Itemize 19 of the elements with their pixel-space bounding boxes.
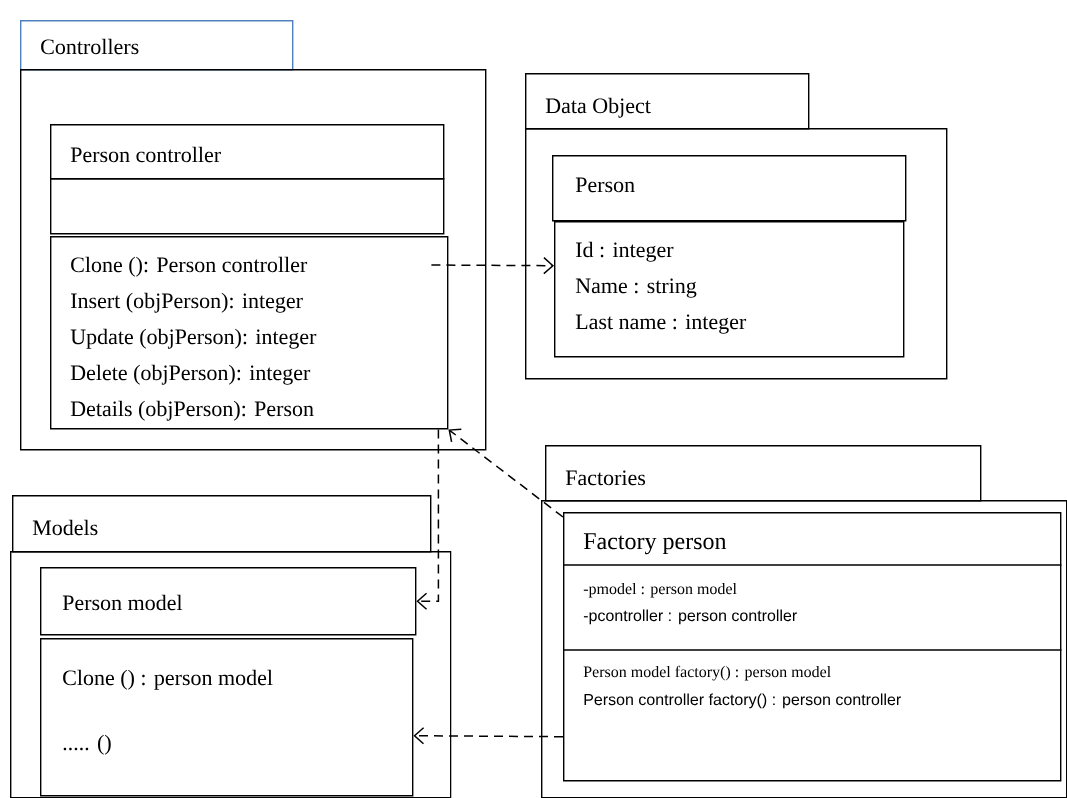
operations-box: Clone () : person model ..... () <box>40 638 414 797</box>
package-body <box>525 128 948 380</box>
package-body <box>10 551 452 798</box>
package-tab: Controllers <box>20 20 294 71</box>
operations-box: Clone (): Person controller Insert (objPerson): integer Update (objPerson): integer Delete (objPerson): integer Details (objPerson): Person <box>50 236 449 430</box>
attributes-box: Id : integer Name : string Last name : integer <box>554 221 905 358</box>
class-name-box: Person controller <box>50 124 445 180</box>
dependency-arrow <box>416 428 440 610</box>
empty-compartment <box>50 178 445 235</box>
package-body <box>20 69 487 451</box>
dependency-arrow <box>430 256 554 275</box>
package-tab: Models <box>12 495 432 553</box>
class-box: Factory person -pmodel : person model -pcontroller : person controller Person model factory() : person model Person controller factory() : person controller <box>562 512 1063 782</box>
package-tab: Data Object <box>525 73 810 130</box>
class-name-box: Person model <box>40 567 417 636</box>
dependency-arrow <box>413 727 564 745</box>
dependency-arrow <box>448 428 564 518</box>
class-name-box: Person <box>552 155 907 222</box>
package-tab: Factories <box>545 445 982 502</box>
